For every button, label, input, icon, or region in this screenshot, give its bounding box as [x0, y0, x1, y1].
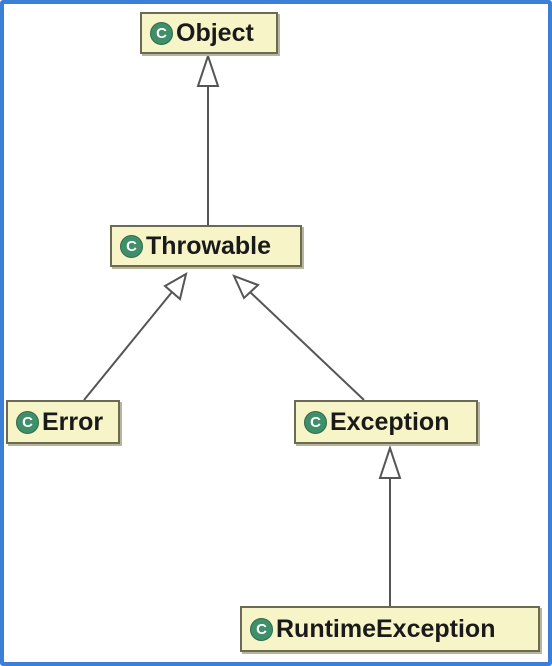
class-name-throwable: Throwable — [146, 231, 272, 260]
arrowhead-throwable-right — [232, 274, 260, 300]
class-name-error: Error — [42, 407, 104, 436]
class-name-runtime-exception: RuntimeException — [276, 614, 496, 643]
class-icon: C — [250, 617, 273, 641]
class-icon: C — [16, 410, 39, 434]
arrowhead-object — [196, 52, 220, 87]
arrowhead-throwable-left — [163, 271, 188, 301]
class-node-error[interactable]: C Error — [6, 400, 120, 444]
edge-error-throwable — [83, 291, 173, 401]
class-icon: C — [304, 410, 327, 434]
class-name-object: Object — [176, 18, 254, 47]
class-name-exception: Exception — [330, 407, 450, 436]
class-icon: C — [120, 234, 143, 258]
edge-exception-throwable — [249, 291, 365, 401]
class-icon: C — [150, 21, 173, 45]
class-node-object[interactable]: C Object — [140, 12, 278, 54]
class-node-throwable[interactable]: C Throwable — [110, 225, 302, 267]
class-node-exception[interactable]: C Exception — [294, 400, 478, 444]
class-node-runtime-exception[interactable]: C RuntimeException — [240, 606, 540, 652]
arrowhead-exception — [378, 444, 402, 479]
